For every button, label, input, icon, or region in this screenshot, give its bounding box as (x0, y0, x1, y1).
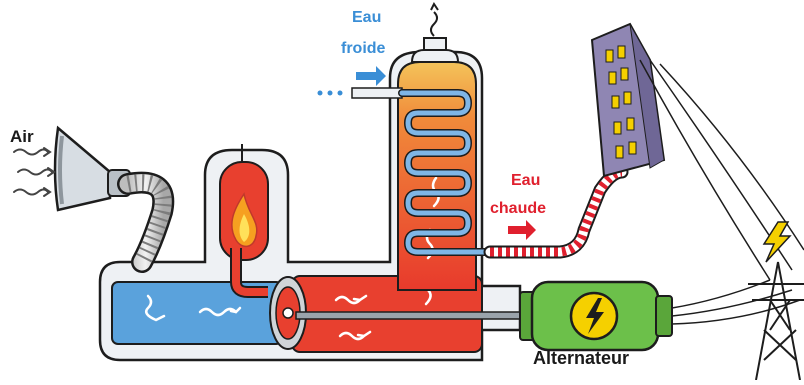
cold-water-label-line1: Eau (352, 9, 381, 27)
hot-water-label-line2: chaude (490, 200, 546, 218)
power-pylon-icon (748, 262, 804, 380)
air-intake-funnel-icon (55, 128, 130, 210)
air-hose (128, 183, 163, 262)
hot-water-label-line1: Eau (511, 172, 540, 190)
steam-wisp-icon (431, 4, 438, 36)
lightning-bolt-icon (764, 222, 790, 262)
high-voltage-icon (571, 293, 617, 339)
cold-water-label-line2: froide (341, 40, 385, 58)
air-flow-arrows (14, 148, 54, 196)
tower-building-icon (592, 24, 664, 176)
air-label: Air (10, 127, 34, 147)
drive-shaft (296, 312, 532, 319)
alternator-label: Alternateur (533, 348, 629, 369)
